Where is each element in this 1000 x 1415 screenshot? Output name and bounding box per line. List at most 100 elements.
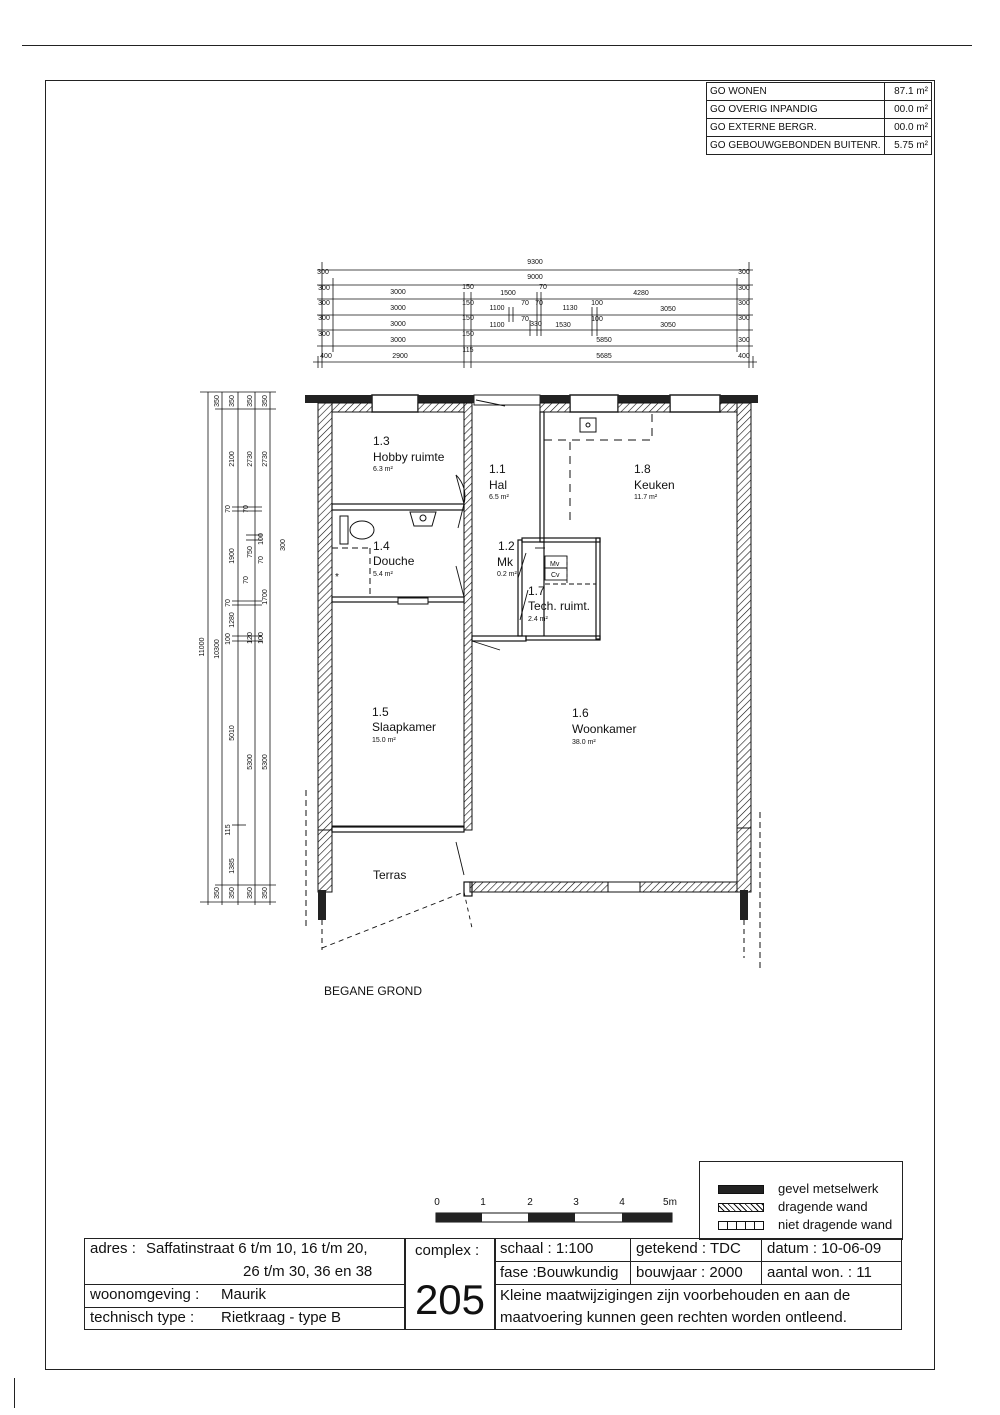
interior-walls — [331, 411, 601, 897]
dim-label: 3050 — [660, 306, 676, 313]
getekend-field: getekend : TDC — [636, 1240, 741, 1257]
dim-label: 9300 — [527, 259, 543, 266]
legend-box: gevel metselwerk dragende wand niet drag… — [699, 1161, 903, 1240]
room-number: 1.3 — [373, 434, 390, 448]
room-number: 1.6 — [572, 706, 589, 720]
woonomgeving-label: woonomgeving : — [90, 1286, 200, 1303]
room-number: 1.8 — [634, 462, 651, 476]
disclaimer-line2: maatvoering kunnen geen rechten worden o… — [500, 1309, 847, 1326]
terrace-details — [321, 825, 473, 949]
room-area: 11.7 m² — [634, 494, 658, 501]
room-name: Woonkamer — [572, 722, 636, 736]
complex-label: complex : — [415, 1242, 480, 1259]
dim-label: 100 — [591, 316, 603, 323]
dim-label: 350 — [214, 395, 221, 407]
dim-label: 300 — [738, 269, 750, 276]
dim-label: 300 — [738, 285, 750, 292]
scale-bar — [435, 1212, 673, 1223]
dim-label: 5850 — [596, 337, 612, 344]
dim-label: 70 — [225, 599, 232, 607]
dim-label: 400 — [738, 353, 750, 360]
dim-label: 1130 — [562, 305, 577, 312]
room-name: Douche — [373, 554, 415, 568]
divider — [495, 1261, 902, 1285]
legend-label: dragende wand — [778, 1199, 868, 1214]
dim-label: 150 — [462, 315, 474, 322]
dim-label: 350 — [247, 887, 254, 899]
scale-bar-labels: 0 1 2 3 4 5m — [434, 1197, 677, 1208]
terras-label: Terras — [373, 868, 406, 882]
dim-label: 300 — [738, 337, 750, 344]
mv-label: Mv — [550, 561, 560, 568]
dim-label: 70 — [258, 556, 265, 564]
room-number: 1.4 — [373, 539, 390, 553]
dim-label: 5685 — [596, 353, 612, 360]
dim-label: 2100 — [229, 451, 236, 467]
dim-label: 3050 — [660, 322, 676, 329]
legend-label: niet dragende wand — [778, 1217, 893, 1232]
room-area: 5.4 m² — [373, 571, 394, 578]
dim-label: 70 — [535, 300, 543, 307]
dim-label: 11000 — [199, 637, 206, 656]
dim-label: 3000 — [390, 289, 406, 296]
dim-label: 1100 — [489, 305, 504, 312]
dim-label: 100 — [225, 633, 232, 645]
dim-label: 70 — [243, 505, 250, 513]
hatched-wall-swatch-icon — [718, 1203, 764, 1212]
dim-label: 70 — [521, 316, 529, 323]
room-name: Tech. ruimt. — [528, 599, 590, 613]
dim-label: 300 — [318, 300, 330, 307]
dim-label: 5300 — [247, 754, 254, 770]
dim-label: 300 — [280, 539, 287, 551]
dim-label: 4280 — [633, 290, 649, 297]
room-name: Hobby ruimte — [373, 450, 445, 464]
floor-label: BEGANE GROND — [324, 984, 422, 998]
room-number: 1.1 — [489, 462, 506, 476]
room-name: Hal — [489, 478, 507, 492]
tech-room-equipment — [535, 547, 596, 585]
room-area: 15.0 m² — [372, 737, 396, 744]
scale-tick: 2 — [527, 1197, 533, 1208]
technisch-value: Rietkraag - type B — [221, 1309, 342, 1326]
dim-label: 300 — [318, 285, 330, 292]
room-area: 6.5 m² — [489, 494, 510, 501]
complex-box — [405, 1238, 495, 1330]
dim-label: 350 — [247, 395, 254, 407]
scale-tick: 5m — [663, 1197, 677, 1208]
left-dimension-labels: 11000 350 10300 350 350 2100 70 1900 70 … — [199, 395, 287, 899]
dim-label: 150 — [462, 300, 474, 307]
woonomgeving-value: Maurik — [221, 1286, 267, 1303]
dim-label: 100 — [258, 632, 265, 644]
kitchen-sink-icon — [579, 417, 597, 433]
legend-label: gevel metselwerk — [778, 1181, 879, 1196]
room-area: 0.2 m² — [497, 571, 518, 578]
room-number: 1.7 — [528, 584, 545, 598]
dim-label: 2900 — [392, 353, 408, 360]
left-dimension-lines — [200, 391, 276, 905]
dim-label: 10300 — [214, 639, 221, 659]
dim-label: 300 — [318, 315, 330, 322]
room-number: 1.5 — [372, 705, 389, 719]
dim-label: 150 — [462, 331, 474, 338]
area-row: GO GEBOUWGEBONDEN BUITENR.5.75 m² — [706, 136, 932, 155]
divider — [84, 1284, 405, 1285]
room-labels: 1.3 Hobby ruimte 6.3 m² 1.1 Hal 6.5 m² 1… — [324, 434, 675, 998]
terrace-walls — [305, 790, 761, 970]
shower-door-window — [397, 597, 429, 605]
bouwjaar-field: bouwjaar : 2000 — [636, 1264, 743, 1281]
dim-label: 1385 — [229, 858, 236, 874]
room-area: 2.4 m² — [528, 616, 549, 623]
dim-label: 70 — [225, 505, 232, 513]
tech-room-labels: Mv Cv — [550, 561, 560, 579]
dim-label: 1500 — [500, 290, 516, 297]
divider — [630, 1238, 631, 1285]
drawing-frame — [45, 80, 935, 1370]
dim-label: 750 — [247, 546, 254, 558]
margin-mark — [14, 1378, 15, 1408]
dim-label: 300 — [738, 315, 750, 322]
room-area: 38.0 m² — [572, 739, 596, 746]
dim-label: 1700 — [262, 589, 269, 605]
scale-tick: 1 — [480, 1197, 486, 1208]
dim-label: 115 — [462, 347, 473, 354]
